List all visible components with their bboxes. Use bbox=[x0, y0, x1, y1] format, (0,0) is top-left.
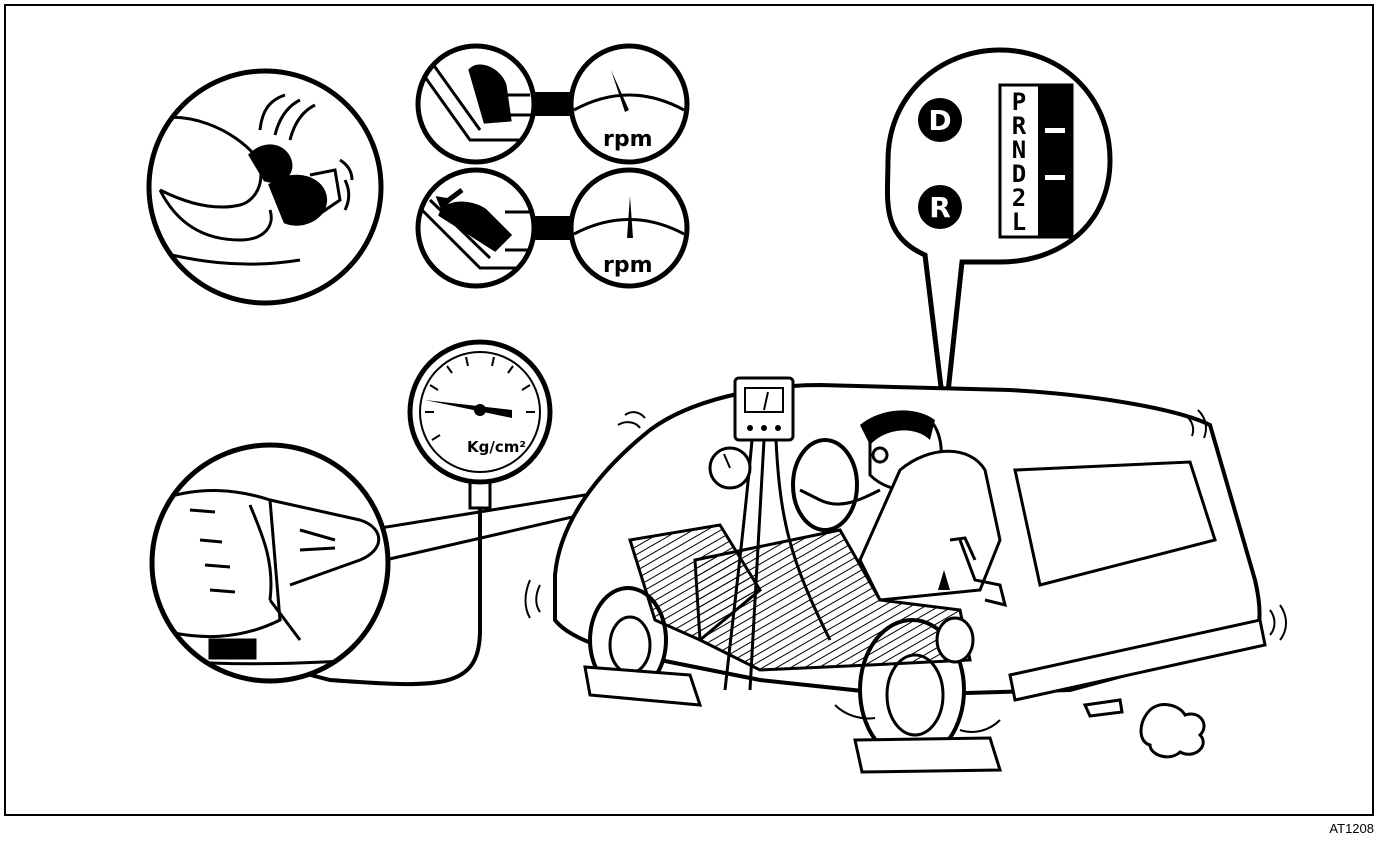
gauge-needle bbox=[425, 400, 512, 418]
reverse-selection-circle bbox=[918, 185, 962, 229]
exhaust-pipe bbox=[1082, 698, 1124, 718]
shift-marker-r bbox=[1045, 128, 1065, 133]
pedal-released-inset: rpm bbox=[415, 43, 690, 165]
transmission-port-inset bbox=[149, 442, 691, 684]
driver-torso bbox=[858, 449, 1002, 602]
shift-position-callout: D R P R N D 2 L bbox=[884, 47, 1113, 421]
tachometer-needle-idle bbox=[611, 70, 629, 112]
shift-pos-n: N bbox=[1012, 136, 1026, 164]
vibration-marks bbox=[524, 409, 1287, 733]
vehicle-stall-test bbox=[524, 376, 1287, 774]
brake-accelerator-inset bbox=[146, 68, 384, 306]
oil-pressure-gauge: Kg/cm² bbox=[214, 339, 553, 687]
tachometer-dial-idle bbox=[568, 43, 690, 165]
drive-selection-circle bbox=[918, 98, 962, 142]
shift-pos-l: L bbox=[1012, 208, 1026, 236]
drive-label: D bbox=[928, 104, 951, 137]
rpm-label-top: rpm bbox=[603, 127, 653, 152]
gauge-ticks bbox=[425, 356, 535, 441]
front-wheel-chock bbox=[583, 665, 703, 707]
shift-pos-2: 2 bbox=[1012, 184, 1026, 212]
rear-wheel-chock bbox=[853, 736, 1003, 774]
rear-bumper bbox=[1008, 618, 1267, 702]
shift-pos-p: P bbox=[1012, 88, 1026, 116]
pedal-depressed-inset: rpm bbox=[415, 167, 690, 289]
gauge-unit-label: Kg/cm² bbox=[467, 438, 526, 456]
figure-code: AT1208 bbox=[1329, 821, 1374, 836]
shift-pos-r: R bbox=[1012, 112, 1027, 140]
shift-marker-d bbox=[1045, 175, 1065, 180]
driver-seat-hatched bbox=[693, 528, 972, 672]
rpm-label-bottom: rpm bbox=[603, 253, 653, 278]
reverse-label: R bbox=[929, 191, 951, 224]
rear-window bbox=[1013, 460, 1217, 587]
shift-lever bbox=[949, 536, 977, 561]
shift-arrow-icon bbox=[938, 570, 950, 590]
exhaust-smoke bbox=[1139, 703, 1206, 759]
steering-wheel bbox=[791, 438, 859, 532]
tachometer-needle-stall bbox=[627, 196, 633, 238]
shift-pos-d: D bbox=[1012, 160, 1026, 188]
